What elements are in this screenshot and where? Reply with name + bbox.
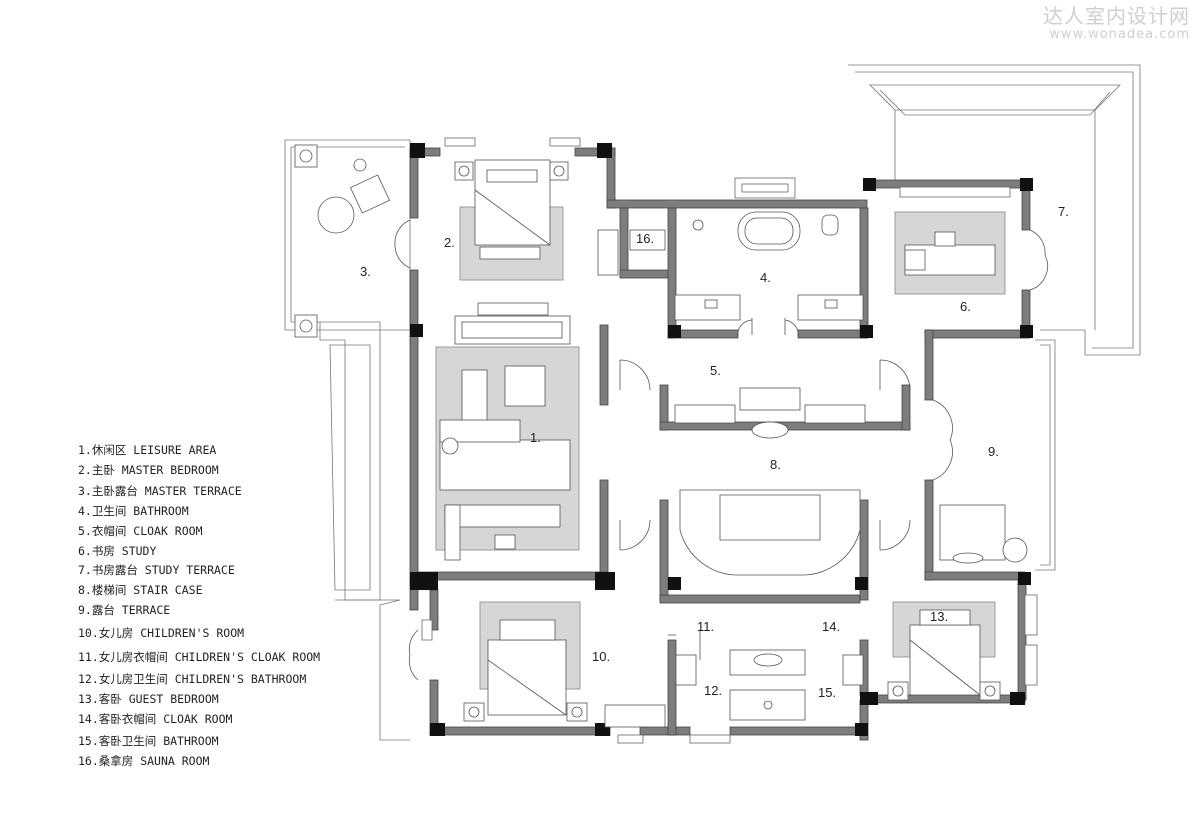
legend-item: 10.女儿房 CHILDREN'S ROOM bbox=[78, 626, 245, 640]
room-label: 8. bbox=[770, 457, 781, 472]
legend-item: 7.书房露台 STUDY TERRACE bbox=[78, 563, 235, 577]
room-label: 10. bbox=[592, 649, 610, 664]
legend-item: 4.卫生间 BATHROOM bbox=[78, 504, 189, 518]
legend-item: 2.主卧 MASTER BEDROOM bbox=[78, 463, 219, 477]
room-label: 15. bbox=[818, 685, 836, 700]
furniture bbox=[294, 144, 1028, 728]
legend-item: 3.主卧露台 MASTER TERRACE bbox=[78, 484, 242, 498]
legend-item: 14.客卧衣帽间 CLOAK ROOM bbox=[78, 712, 233, 726]
columns bbox=[410, 143, 1033, 736]
legend-item: 12.女儿房卫生间 CHILDREN'S BATHROOM bbox=[78, 672, 307, 686]
room-label: 16. bbox=[636, 231, 654, 246]
room-label: 9. bbox=[988, 444, 999, 459]
room-label: 4. bbox=[760, 270, 771, 285]
room-label: 11. bbox=[697, 619, 714, 634]
room-label: 6. bbox=[960, 299, 971, 314]
legend-item: 8.楼梯间 STAIR CASE bbox=[78, 583, 203, 597]
legend-item: 16.桑拿房 SAUNA ROOM bbox=[78, 754, 210, 768]
legend-item: 9.露台 TERRACE bbox=[78, 603, 171, 617]
room-label: 14. bbox=[822, 619, 840, 634]
watermark-url: www.wonadea.com bbox=[1049, 27, 1190, 42]
legend-item: 13.客卧 GUEST BEDROOM bbox=[78, 692, 219, 706]
room-labels: 1. 2. 3. 4. 5. 6. 7. 8. 9. 10. 11. 12. 1… bbox=[360, 204, 1069, 700]
legend-item: 6.书房 STUDY bbox=[78, 544, 157, 558]
room-label: 13. bbox=[930, 609, 948, 624]
legend-item: 1.休闲区 LEISURE AREA bbox=[78, 443, 217, 457]
windows bbox=[421, 137, 1038, 744]
watermark: 达人室内设计网 www.wonadea.com bbox=[1043, 4, 1190, 42]
room-label: 12. bbox=[704, 683, 722, 698]
room-label: 1. bbox=[530, 430, 541, 445]
watermark-cn: 达人室内设计网 bbox=[1043, 4, 1190, 28]
legend-item: 5.衣帽间 CLOAK ROOM bbox=[78, 524, 203, 538]
legend-item: 15.客卧卫生间 BATHROOM bbox=[78, 734, 219, 748]
room-label: 5. bbox=[710, 363, 721, 378]
legend-item: 11.女儿房衣帽间 CHILDREN'S CLOAK ROOM bbox=[78, 650, 321, 664]
doors bbox=[394, 219, 1049, 681]
room-label: 7. bbox=[1058, 204, 1069, 219]
room-label: 3. bbox=[360, 264, 371, 279]
room-label: 2. bbox=[444, 235, 455, 250]
